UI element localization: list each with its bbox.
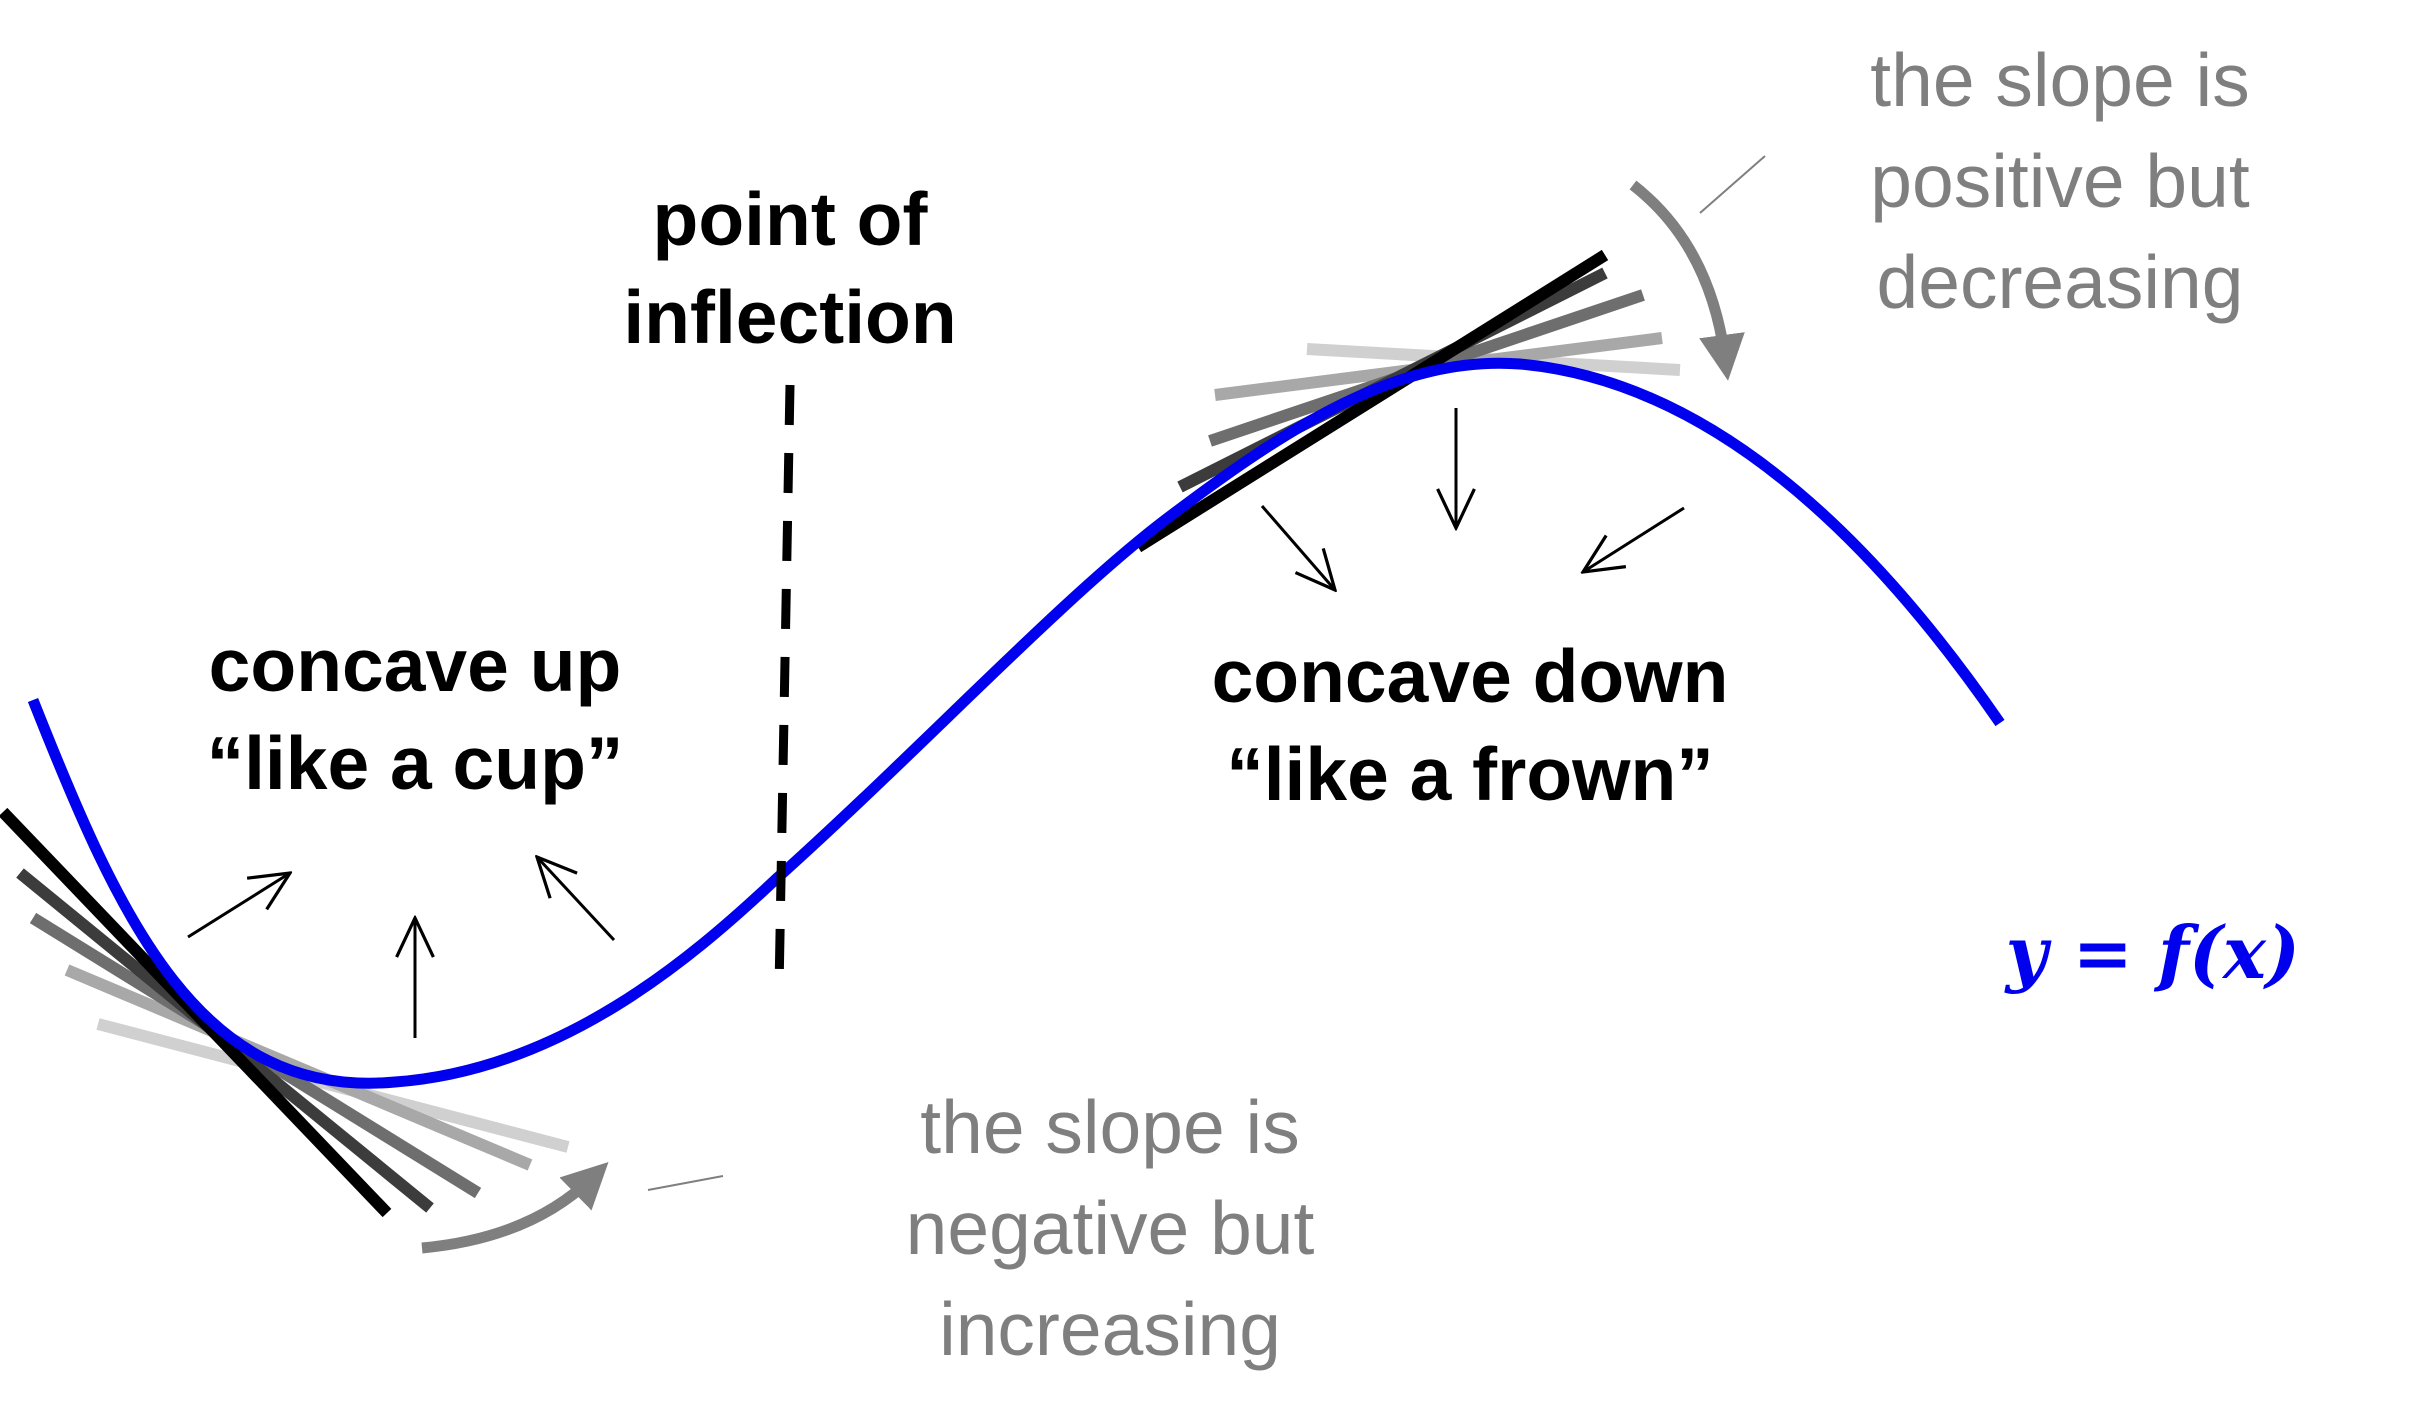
thin-arrow-icon [1583, 506, 1685, 572]
inflection-line [774, 384, 795, 991]
concave-down-label: concave down “like a frown” [1211, 634, 1729, 816]
function-curve [27, 357, 2005, 1089]
curved-arrow-icon [421, 1162, 609, 1254]
thin-arrow-icon [187, 873, 290, 939]
slope-positive-annotation: the slope is positive but decreasing [1870, 38, 2250, 324]
thin-arrow-icon [537, 857, 616, 942]
tangent-lines-concave-down [1134, 249, 1681, 553]
slope-negative-annotation: the slope is negative but increasing [905, 1085, 1315, 1371]
thin-arrow-icon [1260, 505, 1335, 590]
curved-arrow-icon [1629, 180, 1745, 381]
tangent-lines-concave-up [0, 807, 570, 1218]
leader-line [1699, 155, 1766, 214]
tangent-line [1134, 249, 1609, 553]
function-label: y = f(x) [2005, 910, 2300, 995]
inflection-label: point of inflection [623, 177, 957, 359]
leader-line [647, 1175, 724, 1191]
concave-up-label: concave up “like a cup” [206, 623, 624, 805]
